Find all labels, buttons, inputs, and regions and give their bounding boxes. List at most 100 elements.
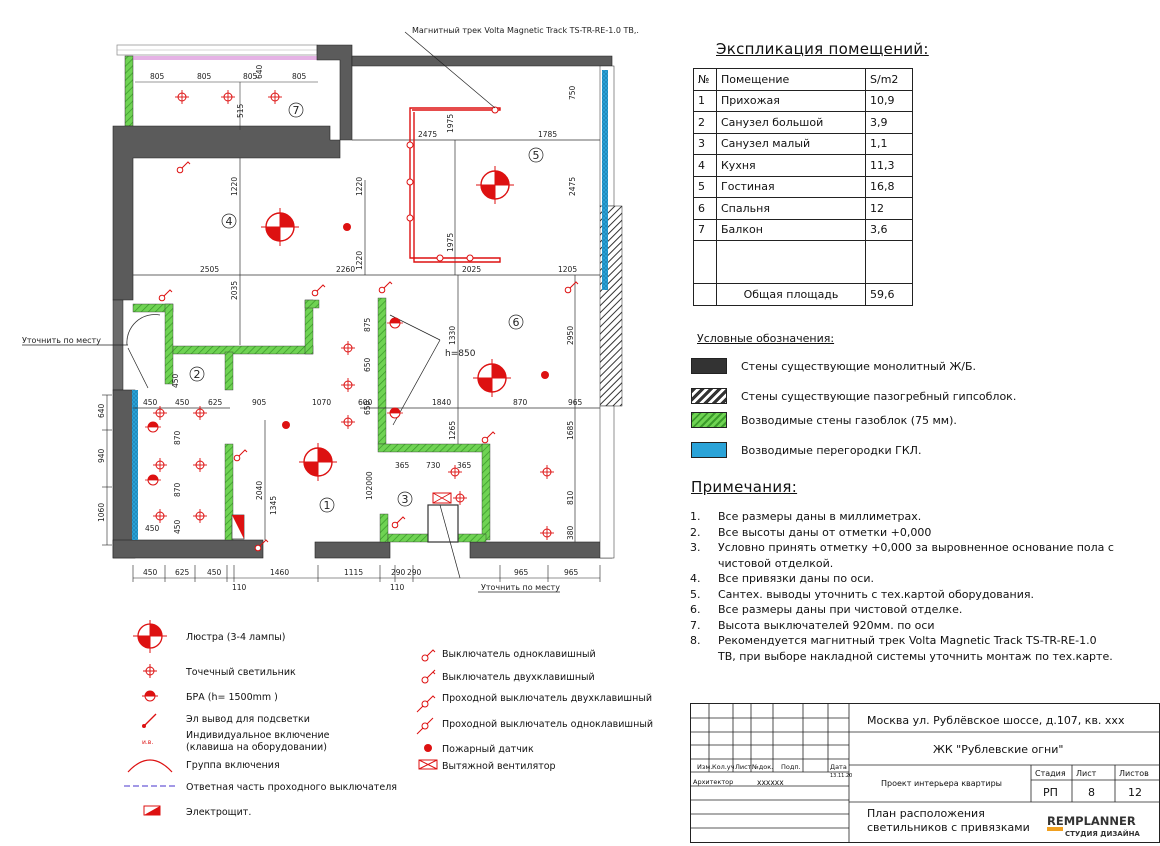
cell: Санузел большой <box>716 111 866 134</box>
dim-r4-6: 1220 <box>355 251 364 270</box>
panel-icon <box>143 805 161 816</box>
brand-sub: СТУДИЯ ДИЗАЙНА <box>1065 829 1140 838</box>
dim-r5-4: 1975 <box>446 233 455 252</box>
sym-fire-label: Пожарный датчик <box>442 744 534 755</box>
room-6: 6 <box>513 316 520 329</box>
dim-mid-3: 650 <box>363 400 372 415</box>
dim-mid-7: 450 <box>143 398 158 407</box>
stage-header: Стадия <box>1035 769 1066 778</box>
callout-left: Уточнить по месту <box>22 336 101 345</box>
dim-mid-6: 600 <box>358 398 373 407</box>
sym-panel-label: Электрощит. <box>186 807 251 818</box>
dim-b-1: 450 <box>143 568 158 577</box>
dim-left-1: 640 <box>97 403 106 418</box>
cell: 6 <box>693 197 717 220</box>
dim-b-3: 450 <box>207 568 222 577</box>
dim-r6-7: 1685 <box>566 421 575 440</box>
note-item: 2.Все высоты даны от отметки +0,000 <box>690 525 932 539</box>
cell: 3,6 <box>865 218 913 241</box>
dim-b-11: 965 <box>564 568 579 577</box>
brand-mark <box>1047 827 1063 831</box>
dim-r1-2: 1345 <box>269 496 278 515</box>
col-list: Лист <box>735 763 752 771</box>
dim-r3-1: 365 <box>395 461 410 470</box>
cell: Прихожая <box>716 89 866 112</box>
col-header-room: Помещение <box>716 68 866 91</box>
cell: 3,9 <box>865 111 913 134</box>
total-label: Общая площадь <box>716 283 866 306</box>
switch-pass-1-icon <box>416 717 434 735</box>
cell: 3 <box>693 132 717 155</box>
cell: 1,1 <box>865 132 913 155</box>
cell: Санузел малый <box>716 132 866 155</box>
dim-b-8: 290 <box>407 568 422 577</box>
sym-iv-label-2: (клавиша на оборудовании) <box>186 742 327 753</box>
col-izm: Изм. <box>697 763 712 771</box>
dim-r5-3: 1975 <box>446 114 455 133</box>
group-arc-icon <box>127 759 173 773</box>
fire-detector-icon <box>424 744 432 752</box>
stamp-complex: ЖК "Рублевские огни" <box>933 743 1063 756</box>
dim-r6-4: 870 <box>513 398 528 407</box>
dim-mid-8: 450 <box>175 398 190 407</box>
gkl-swatch <box>691 442 727 458</box>
sheet-title-2: светильников с привязками <box>867 821 1030 834</box>
dim-mid-2: 650 <box>363 357 372 372</box>
light-output-icon <box>142 713 157 728</box>
cell: Кухня <box>716 154 866 177</box>
track-callout: Магнитный трек Volta Magnetic Track TS-T… <box>412 26 639 35</box>
cell: 4 <box>693 154 717 177</box>
dim-r1-3: 102000 <box>365 471 374 500</box>
sheets-header: Листов <box>1119 769 1149 778</box>
chandelier-icon <box>132 620 168 654</box>
dim-top-3: 805 <box>243 72 258 81</box>
note-item: 8.Рекомендуется магнитный трек Volta Mag… <box>690 634 1097 647</box>
sym-pass2-label: Проходной выключатель двухклавишный <box>442 693 652 704</box>
sheet-header: Лист <box>1076 769 1097 778</box>
col-date: Дата <box>830 763 847 771</box>
stamp-role: Архитектор <box>693 778 733 786</box>
sheet-title-1: План расположения <box>867 807 985 820</box>
dim-r4-4: 2260 <box>336 265 355 274</box>
note-item: 7.Высота выключателей 920мм. по оси <box>690 618 935 632</box>
bra-icon <box>142 690 158 702</box>
callout-h850: h=850 <box>445 349 476 359</box>
dim-r5-5: 750 <box>568 85 577 100</box>
stamp-date: 13.11.20 <box>830 773 852 779</box>
legend-label: Возводимые перегородки ГКЛ. <box>741 443 922 457</box>
dim-b-5: 1460 <box>270 568 289 577</box>
legend-row-gasblock: Возводимые стены газоблок (75 мм). <box>691 412 957 428</box>
dim-top-5: 640 <box>255 64 264 79</box>
total-value: 59,6 <box>865 283 913 306</box>
cell <box>693 283 717 306</box>
sym-spot-label: Точечный светильник <box>185 667 296 678</box>
dim-left-7: 450 <box>145 524 160 533</box>
gasblock-swatch <box>691 412 727 428</box>
stage-value: РП <box>1043 786 1058 799</box>
dim-r4-1: 1220 <box>230 177 239 196</box>
dim-mid-4: 905 <box>252 398 267 407</box>
explication-title: Экспликация помещений: <box>716 40 929 58</box>
dim-left-3: 1060 <box>97 503 106 522</box>
stamp-address: Москва ул. Рублёвское шоссе, д.107, кв. … <box>867 714 1125 727</box>
col-ndok: №док. <box>751 763 773 771</box>
note-item: 6.Все размеры даны при чистовой отделке. <box>690 603 963 616</box>
note-item: 1.Все размеры даны в миллиметрах. <box>690 510 922 523</box>
dim-b-7: 290 <box>391 568 406 577</box>
title-block: Изм. Кол.уч Лист №док. Подп. Дата 13.11.… <box>690 703 1160 843</box>
floor-plan: 805 805 805 805 640 515 1220 1220 2505 2… <box>22 26 639 593</box>
room-5: 5 <box>533 149 540 162</box>
spot-icon <box>143 664 157 678</box>
sym-bra-label: БРА (h= 1500mm ) <box>186 692 278 703</box>
room-2: 2 <box>194 368 201 381</box>
switch-pass-2-icon <box>416 695 436 713</box>
cell: 12 <box>865 197 913 220</box>
dim-r5-7: 2025 <box>462 265 481 274</box>
note-item: 4.Все привязки даны по оси. <box>690 572 874 585</box>
switch-2-icon <box>421 669 436 684</box>
